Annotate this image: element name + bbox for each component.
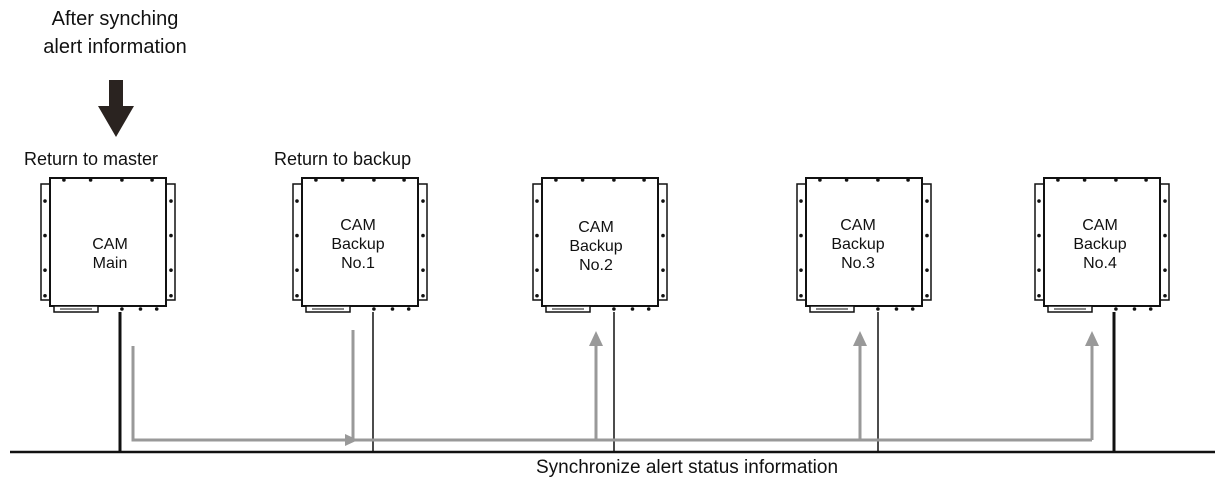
flow-arrowhead-up-4 (1085, 331, 1099, 346)
sync-flow (131, 330, 1094, 442)
flow-arrowhead-up-2 (589, 331, 603, 346)
cam-unit-backup-2 (532, 177, 668, 313)
cam-unit-backup-1 (292, 177, 428, 313)
drop-lines (118, 312, 1116, 452)
cam-unit-backup-3 (796, 177, 932, 313)
flow-arrowhead-right (345, 434, 358, 446)
down-arrow-icon (98, 80, 134, 137)
header-line-1: After synching (51, 8, 179, 30)
cam-unit-backup-4 (1034, 177, 1170, 313)
cam-unit-main (40, 177, 176, 313)
header-line-2: alert information (43, 36, 187, 58)
flow-arrowhead-up-3 (853, 331, 867, 346)
sync-caption: Synchronize alert status information (536, 457, 839, 478)
sync-arrowheads (345, 331, 1099, 446)
return-to-master-label: Return to master (24, 149, 159, 169)
return-to-backup-label: Return to backup (274, 149, 412, 169)
